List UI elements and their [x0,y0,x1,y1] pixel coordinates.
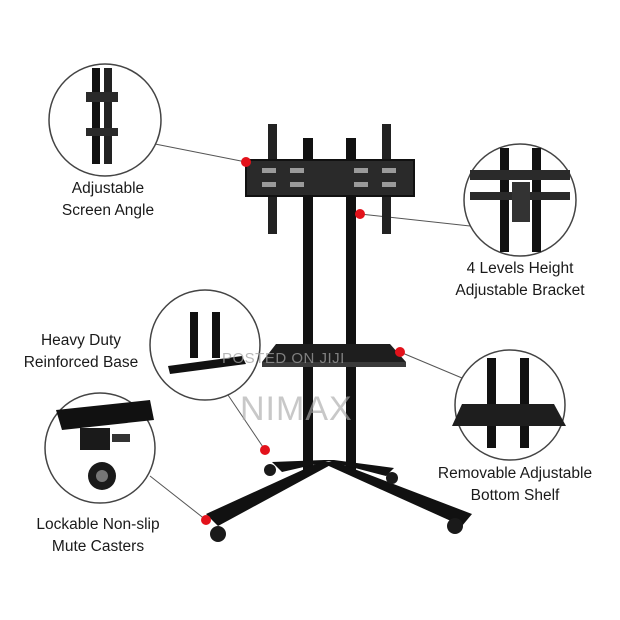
callout-casters-line2: Mute Casters [51,538,145,555]
callout-shelf: Removable Adjustable Bottom Shelf [420,463,610,507]
marker-casters [201,515,211,525]
left-pole [303,138,313,470]
marker-base [260,445,270,455]
callout-screen-angle-line1: Adjustable [71,180,145,197]
line-shelf [399,351,463,379]
watermark-brand: NIMAX [240,390,353,428]
base-leg-back-right [324,460,394,476]
detail-circle-shelf [452,349,566,461]
callout-base-line1: Heavy Duty [40,332,122,349]
callout-casters: Lockable Non-slip Mute Casters [28,514,168,558]
mount-plate [245,159,415,197]
marker-dot-icon [201,157,405,525]
detail-circle-height-bracket [463,143,577,257]
callout-height-bracket-line1: 4 Levels Height [466,260,574,277]
right-pole [346,138,356,470]
shelf-edge [262,362,406,367]
watermark-posted: POSTED ON JIJI [222,350,345,367]
line-height-bracket [359,213,471,227]
marker-shelf [395,347,405,357]
base-leg-left [206,462,336,526]
callout-shelf-line1: Removable Adjustable [437,465,593,482]
callout-height-bracket-line2: Adjustable Bracket [455,282,585,299]
shelf-plate [262,344,406,362]
callout-base: Heavy Duty Reinforced Base [6,330,156,374]
marker-screen-angle [241,157,251,167]
line-casters [149,475,207,521]
base-leg-back-left [272,460,334,472]
callout-shelf-line2: Bottom Shelf [470,487,560,504]
caster-back-right [386,472,398,484]
stand-icon [206,124,472,542]
callout-height-bracket: 4 Levels Height Adjustable Bracket [440,258,600,302]
caster-back-left [264,464,276,476]
detail-circle-casters [44,392,156,504]
callout-screen-angle-line2: Screen Angle [61,202,155,219]
callout-screen-angle: Adjustable Screen Angle [48,178,168,222]
caster-front-left [210,526,226,542]
base-leg-right [320,462,472,526]
detail-circle-screen-angle [48,63,162,177]
callout-casters-line1: Lockable Non-slip [36,516,160,533]
detail-circle-base [149,289,261,401]
caster-front-right [447,518,463,534]
callout-base-line2: Reinforced Base [23,354,139,371]
line-screen-angle [149,142,247,163]
line-base [227,394,266,451]
callout-lines [149,142,471,521]
mount-holes [262,168,396,187]
marker-height-bracket [355,209,365,219]
